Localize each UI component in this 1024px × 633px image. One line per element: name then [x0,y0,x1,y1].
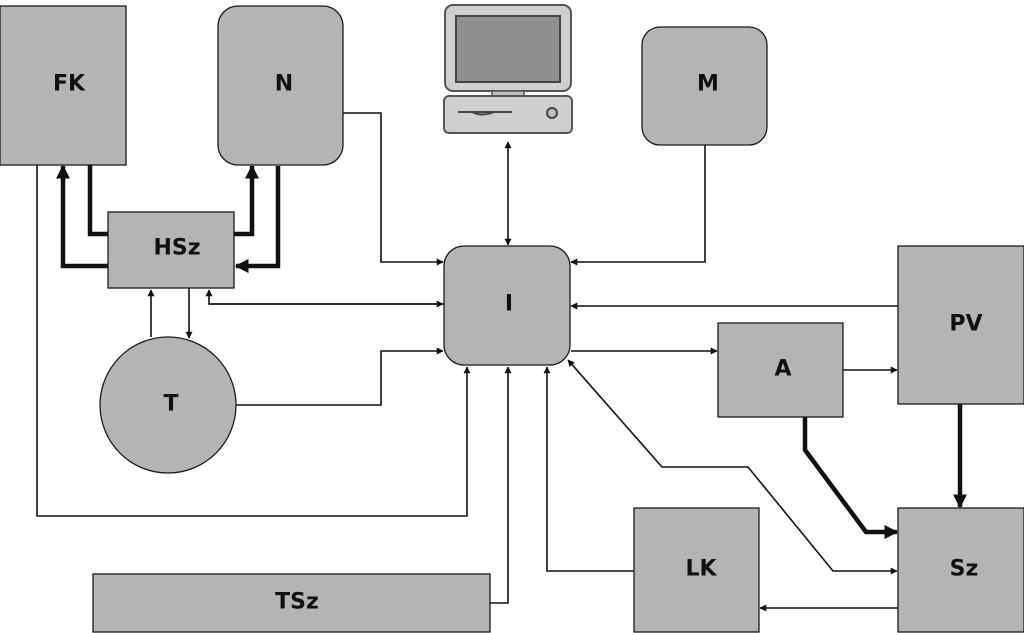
node-hsz: HSz [107,211,235,289]
node-a: A [717,322,844,418]
connectors [36,112,967,612]
node-hsz-label: HSz [153,236,200,261]
edge-fk-to-i [36,165,471,517]
node-t: T [99,336,237,474]
node-pv: PV [897,245,1024,405]
node-sz-label: Sz [950,557,979,582]
edge-m-to-i [570,145,706,266]
edge-sz-i [567,359,898,575]
edge-n-to-i [343,112,444,266]
edge-hsz-to-fk-1 [56,164,108,269]
node-i-label: I [505,292,513,317]
edge-hsz-to-n [234,164,259,237]
node-m: M [641,26,768,146]
edge-i-to-hsz [205,289,444,305]
computer-icon [443,4,573,134]
node-sz: Sz [897,507,1024,633]
edge-fk-to-hsz [87,165,108,237]
node-fk-label: FK [53,72,86,97]
node-tsz: TSz [92,573,491,633]
node-a-label: A [774,357,791,382]
node-t-label: T [163,392,178,417]
node-pv-label: PV [949,312,982,337]
node-lk: LK [633,507,760,633]
node-lk-label: LK [685,557,717,582]
edge-lk-to-i [543,366,634,572]
node-i: I [443,245,571,366]
node-m-label: M [697,72,719,97]
edge-t-to-i [236,347,444,406]
edge-tsz-to-i [490,366,512,604]
node-n-label: N [275,72,293,97]
edge-a-to-sz [802,417,899,539]
edge-n-to-hsz [234,166,281,273]
node-tsz-label: TSz [275,590,319,615]
node-fk: FK [0,5,127,166]
node-n: N [217,5,344,166]
